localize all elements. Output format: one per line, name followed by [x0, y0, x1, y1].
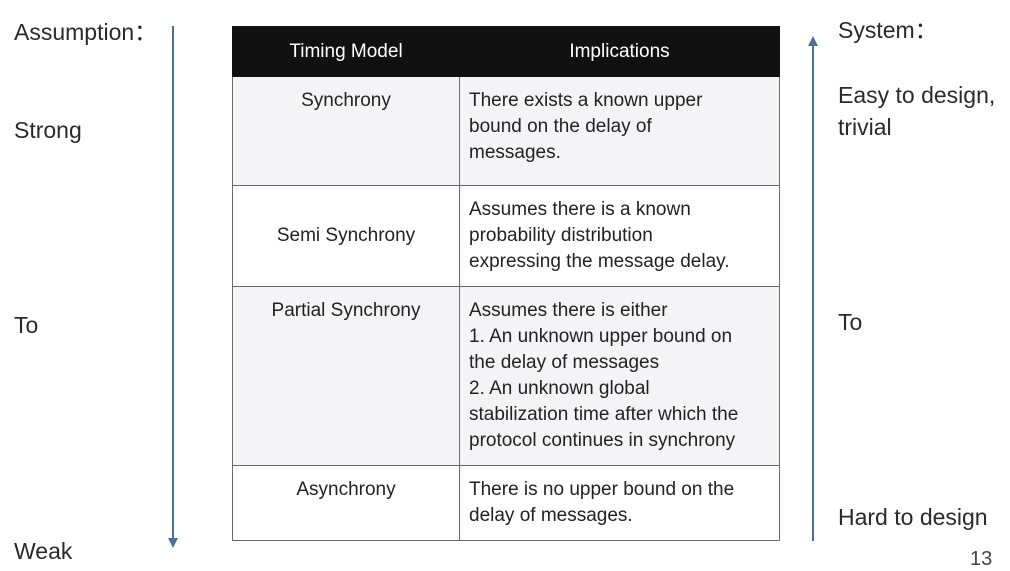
assumption-to-label: To: [14, 312, 39, 338]
implication-line: 2. An unknown global: [469, 378, 650, 399]
model-cell: Partial Synchrony: [232, 286, 460, 466]
implication-line: probability distribution: [469, 225, 653, 246]
implication-line: messages.: [469, 142, 561, 163]
implication-line: bound on the delay of: [469, 116, 652, 137]
system-to-label: To: [838, 309, 863, 335]
implication-line: Assumes there is a known: [469, 199, 691, 220]
assumption-weak-label: Weak: [14, 538, 73, 564]
implication-line: 1. An unknown upper bound on: [469, 326, 733, 347]
model-cell: Asynchrony: [232, 465, 460, 541]
implication-cell: There exists a known upper bound on the …: [459, 76, 780, 186]
assumption-down-arrow-icon: [168, 26, 178, 548]
implication-line: delay of messages.: [469, 505, 633, 526]
model-cell: Semi Synchrony: [232, 185, 460, 287]
implication-line: Assumes there is either: [469, 300, 668, 321]
table-row: Semi Synchrony Assumes there is a known …: [232, 185, 780, 287]
implication-line: There is no upper bound on the: [469, 479, 735, 500]
implication-line: There exists a known upper: [469, 90, 703, 111]
table-row: Asynchrony There is no upper bound on th…: [232, 465, 780, 541]
system-hard-label: Hard to design: [838, 504, 988, 530]
system-up-arrow-icon: [808, 36, 818, 541]
implication-cell: Assumes there is either 1. An unknown up…: [459, 286, 780, 466]
header-implications: Implications: [459, 26, 780, 77]
implication-line: protocol continues in synchrony: [469, 430, 736, 451]
model-cell: Synchrony: [232, 76, 460, 186]
header-timing-model: Timing Model: [232, 26, 460, 77]
implication-cell: There is no upper bound on the delay of …: [459, 465, 780, 541]
timing-model-table: Timing Model Implications Synchrony Ther…: [232, 26, 780, 541]
assumption-heading: Assumption：: [14, 19, 158, 45]
implication-line: expressing the message delay.: [469, 251, 730, 272]
page-number: 13: [970, 548, 993, 570]
implication-line: stabilization time after which the: [469, 404, 739, 425]
table-row: Synchrony There exists a known upper bou…: [232, 76, 780, 186]
implication-cell: Assumes there is a known probability dis…: [459, 185, 780, 287]
assumption-strong-label: Strong: [14, 117, 82, 143]
system-trivial-label: trivial: [838, 114, 892, 140]
table-row: Partial Synchrony Assumes there is eithe…: [232, 286, 780, 466]
system-heading: System：: [838, 17, 938, 43]
implication-line: the delay of messages: [469, 352, 660, 373]
table-header-row: Timing Model Implications: [232, 26, 780, 77]
system-easy-label: Easy to design,: [838, 82, 996, 108]
